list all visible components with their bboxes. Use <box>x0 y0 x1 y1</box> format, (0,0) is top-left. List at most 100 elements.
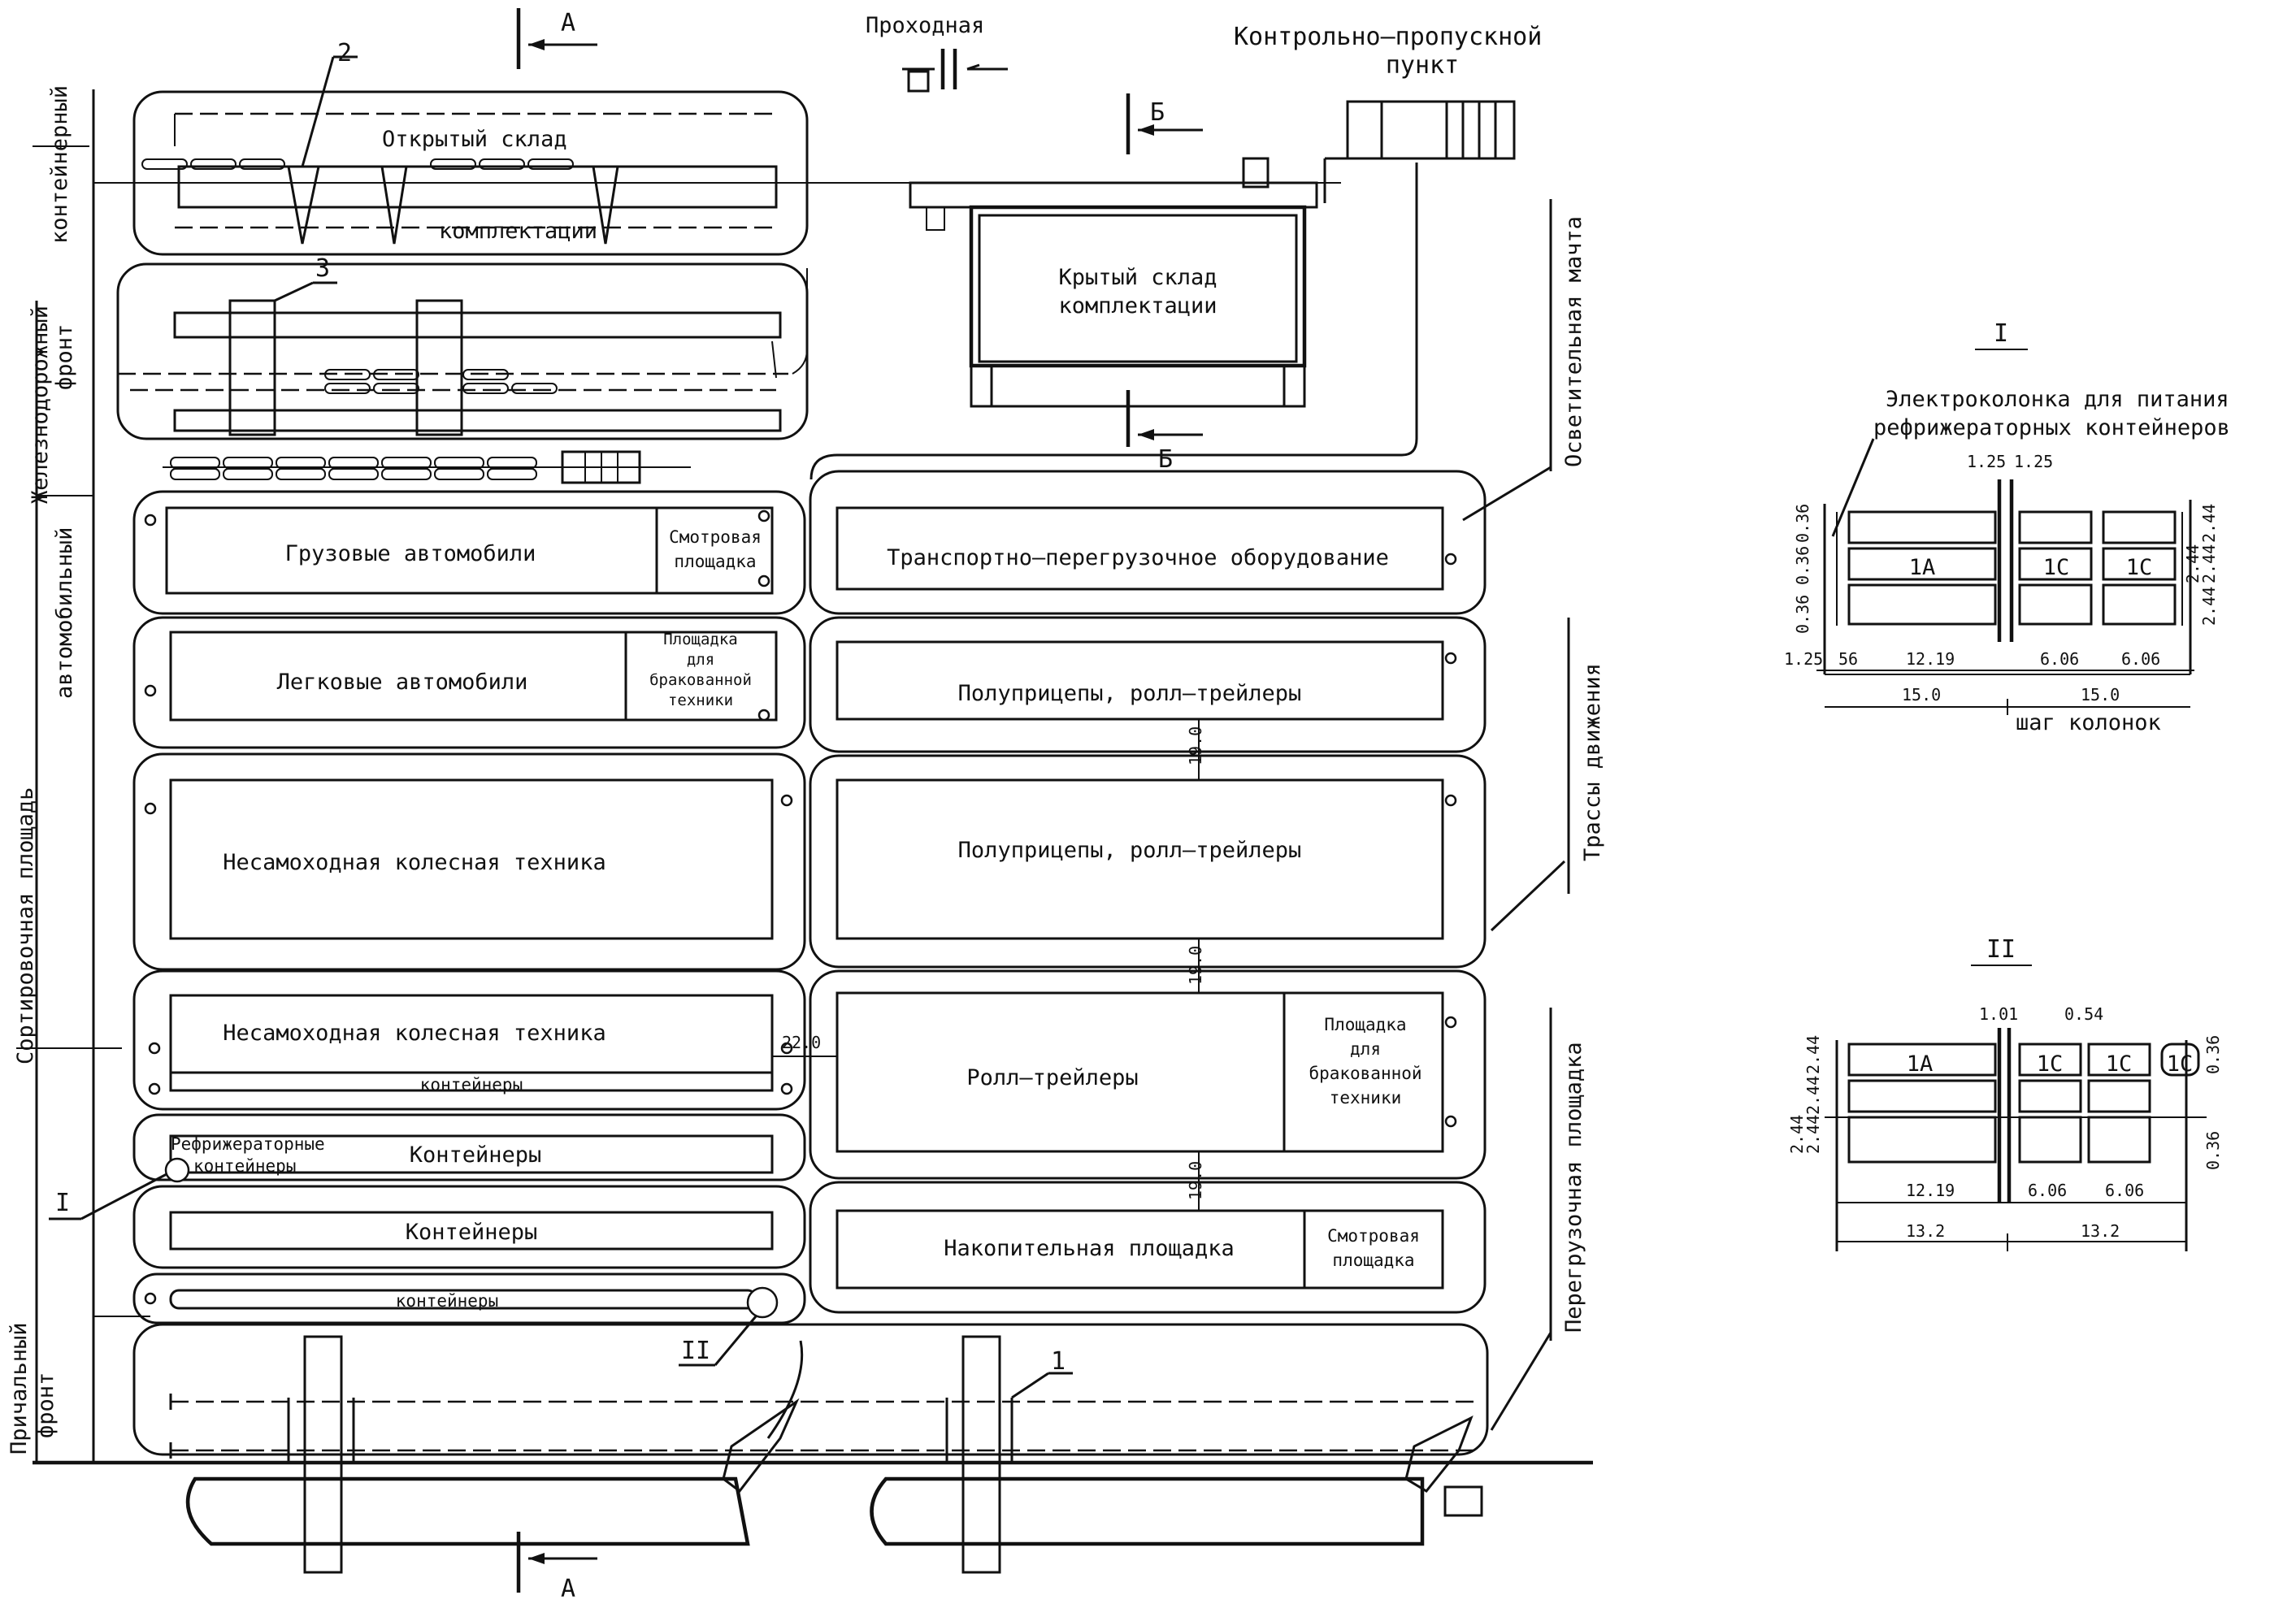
berth-area: 1 <box>132 1323 1489 1574</box>
detail-ii-d132-a: 13.2 <box>1906 1221 1945 1241</box>
zone-semi-trailers-2: Полуприцепы, ролл–трейлеры <box>809 754 1487 969</box>
detail-i-d125-a: 1.25 <box>1967 452 2006 471</box>
access-road <box>771 163 1418 480</box>
zone-nonself-2: Несамоходная колесная техника контейнеры <box>132 969 806 1111</box>
defective-big-label-2: для <box>1350 1039 1381 1059</box>
open-warehouse-zone: Открытый склад комплектации 2 <box>93 39 1341 256</box>
zone-transport-equipment: Транспортно–перегрузочное оборудование <box>809 470 1487 615</box>
gap-2-label: 19.0 <box>1186 946 1205 985</box>
detail-ii-d606-b: 6.06 <box>2105 1181 2144 1200</box>
label-traffic-routes: Трассы движения <box>1580 663 1605 861</box>
section-a-label-bottom: А <box>561 1575 575 1603</box>
detail-ii: II 1А 1С 1С 1С 1.01 0.54 12.19 6.06 6.06… <box>1787 935 2223 1251</box>
detail-i-cell-1c-a: 1С <box>2043 555 2070 580</box>
detail-i-d150-a: 15.0 <box>1902 685 1941 704</box>
dimension-gap-1: 19.0 <box>1186 719 1205 780</box>
dimension-gap-side: 22.0 <box>772 1033 837 1057</box>
label-lighting-mast: Осветительная мачта <box>1561 216 1586 467</box>
section-marker-a-bottom: А <box>516 1532 597 1603</box>
inspection2-label-2: площадка <box>1332 1251 1414 1270</box>
detail-i-d036-b: 0.36 <box>1793 504 1812 543</box>
detail-i-d56: 56 <box>1838 649 1858 669</box>
detail-i-d244-a: 2.44 <box>2199 504 2219 543</box>
detail-i-d036-c: 0.36 <box>1793 595 1812 634</box>
marker-3: 3 <box>315 254 330 283</box>
inspection2-label-1: Смотровая <box>1327 1226 1420 1246</box>
rail-cars-row <box>141 158 574 170</box>
section-marker-a-top: А <box>516 8 597 69</box>
dimension-gap-3: 19.0 <box>1186 1151 1205 1211</box>
defective-big-label-3: бракованной <box>1309 1064 1421 1083</box>
inspection1-label-2: площадка <box>674 552 756 571</box>
defective-small-label-4: техники <box>668 691 733 709</box>
small-checkpoint: Проходная <box>866 13 1008 93</box>
label-container-front: контейнерный <box>47 85 72 244</box>
reefer-label-2: контейнеры <box>193 1156 296 1176</box>
zone-reefer: Рефрижераторные контейнеры Контейнеры I <box>49 1113 806 1220</box>
detail-i-d125-b: 1.25 <box>2014 452 2053 471</box>
open-warehouse-label: Открытый склад <box>382 127 567 152</box>
nonself-2-label: Несамоходная колесная техника <box>223 1021 605 1046</box>
inspection1-label-1: Смотровая <box>669 527 762 547</box>
section-b-label-bottom: Б <box>1158 445 1173 474</box>
covered-warehouse: Крытый склад комплектации <box>909 157 1318 408</box>
label-auto-front: автомобильный <box>52 527 77 699</box>
defective-big-label-4: техники <box>1330 1088 1402 1108</box>
right-boundaries <box>1462 199 1570 1431</box>
detail-i-title: I <box>1994 319 2008 348</box>
detail-ii-d244-b: 2.44 <box>1803 1076 1823 1115</box>
containers-1-label: Контейнеры <box>410 1142 542 1168</box>
defective-small-label-1: Площадка <box>663 631 738 648</box>
covered-warehouse-label-2: комплектации <box>1058 293 1217 319</box>
small-checkpoint-label: Проходная <box>866 13 984 38</box>
detail-ii-d036-b: 0.36 <box>2203 1131 2223 1170</box>
dimension-gap-2: 19.0 <box>1186 939 1205 993</box>
zone-cars: Легковые автомобили Площадка для бракова… <box>132 616 806 749</box>
reefer-label-1: Рефрижераторные <box>171 1134 325 1154</box>
detail-ii-d101: 1.01 <box>1979 1004 2018 1024</box>
label-berth-front-1: Причальный <box>7 1322 32 1454</box>
detail-i-d606-b: 6.06 <box>2121 649 2160 669</box>
trucks-label: Грузовые автомобили <box>285 541 536 566</box>
zone-containers: Контейнеры <box>132 1185 806 1269</box>
zone-container-strip: контейнеры II <box>132 1272 806 1367</box>
covered-warehouse-label-1: Крытый склад <box>1058 265 1217 290</box>
section-a-label-top: А <box>561 9 575 37</box>
rail-cars-lower <box>163 450 691 484</box>
nonself-1-label: Несамоходная колесная техника <box>223 850 605 875</box>
zone-nonself-1: Несамоходная колесная техника <box>132 752 806 971</box>
detail-ii-title: II <box>1986 935 2016 964</box>
detail-i-cell-1a: 1А <box>1909 555 1936 580</box>
detail-ii-d244-a: 2.44 <box>1803 1035 1823 1074</box>
detail-i-step-label: шаг колонок <box>2016 710 2161 735</box>
detail-ii-d054: 0.54 <box>2064 1004 2103 1024</box>
semi-trailers-2-label: Полуприцепы, ролл–трейлеры <box>958 838 1302 863</box>
detail-i-d1219: 12.19 <box>1906 649 1955 669</box>
zone-roll-trailers: Ролл–трейлеры Площадка для бракованной т… <box>809 969 1487 1180</box>
gap-3-label: 19.0 <box>1186 1161 1205 1200</box>
detail-ii-d1219: 12.19 <box>1906 1181 1955 1200</box>
storage-area-label: Накопительная площадка <box>944 1236 1235 1261</box>
detail-i-d244-b: 2.44 <box>2199 544 2219 583</box>
detail-i-cell-1c-b: 1С <box>2126 555 2153 580</box>
callout-ii-label: II <box>681 1337 710 1365</box>
rail-front-zone: 3 <box>93 254 809 440</box>
label-transfer-area: Перегрузочная площадка <box>1561 1042 1586 1333</box>
containers-2-label: Контейнеры <box>406 1220 538 1245</box>
detail-i-column-1: Электроколонка для питания <box>1886 387 2229 412</box>
detail-ii-cell-1a: 1А <box>1907 1051 1934 1077</box>
zone-trucks: Грузовые автомобили Смотровая площадка <box>132 490 806 615</box>
defective-big-label-1: Площадка <box>1324 1015 1406 1034</box>
open-warehouse-sub-label: комплектации <box>439 219 597 244</box>
detail-ii-cell-1c-a: 1С <box>2037 1051 2064 1077</box>
defective-small-label-2: для <box>687 651 714 669</box>
label-sorting-area: Сортировочная площадь <box>13 787 38 1064</box>
detail-ii-d606-a: 6.06 <box>2028 1181 2067 1200</box>
detail-ii-d244-d: 2.44 <box>1787 1115 1807 1154</box>
marker-1: 1 <box>1051 1347 1066 1376</box>
detail-i-d244-c: 2.44 <box>2183 544 2203 583</box>
main-checkpoint: Контрольно–пропускной пункт <box>1234 23 1542 203</box>
roll-trailers-label: Ролл–трейлеры <box>966 1065 1138 1090</box>
main-checkpoint-label-1: Контрольно–пропускной <box>1234 23 1542 51</box>
